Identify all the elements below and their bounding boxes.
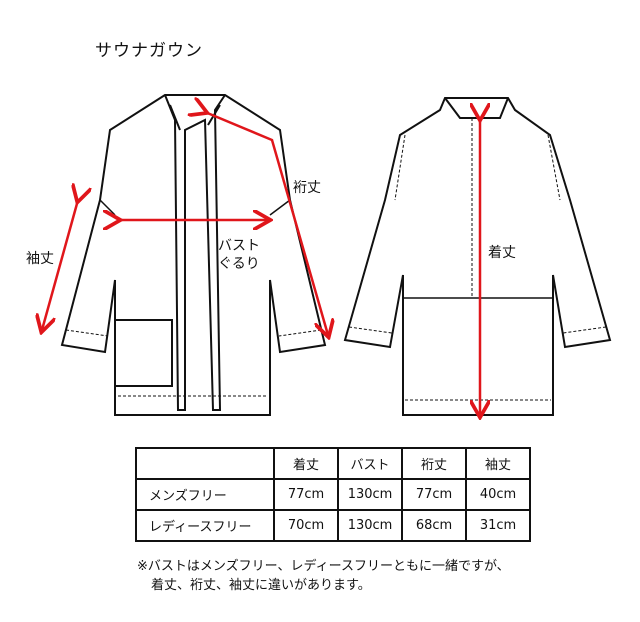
note-line-2: 着丈、裄丈、袖丈に違いがあります。 bbox=[151, 578, 371, 593]
back-gown bbox=[343, 97, 612, 416]
row-label: メンズフリー bbox=[135, 478, 275, 511]
cell: 130cm bbox=[337, 478, 403, 511]
cell: 77cm bbox=[401, 478, 467, 511]
cell: 68cm bbox=[401, 509, 467, 542]
front-gown bbox=[60, 94, 327, 416]
note-line-1: ※バストはメンズフリー、レディースフリーともに一緒ですが、 bbox=[137, 559, 510, 574]
product-title: サウナガウン bbox=[95, 41, 203, 61]
table-header-row: 着丈 バスト 裄丈 袖丈 bbox=[135, 447, 531, 480]
header-cell: バスト bbox=[337, 447, 403, 480]
size-note: ※バストはメンズフリー、レディースフリーともに一緒ですが、 着丈、裄丈、袖丈に違… bbox=[137, 557, 607, 595]
header-cell bbox=[135, 447, 275, 480]
yuki-arrow bbox=[205, 112, 328, 335]
cell: 70cm bbox=[273, 509, 339, 542]
length-label: 着丈 bbox=[488, 245, 516, 261]
table-row: メンズフリー 77cm 130cm 77cm 40cm bbox=[135, 478, 531, 511]
cell: 77cm bbox=[273, 478, 339, 511]
measure-arrows bbox=[42, 112, 480, 415]
cell: 40cm bbox=[465, 478, 531, 511]
bust-label-2: ぐるり bbox=[218, 256, 260, 272]
header-cell: 袖丈 bbox=[465, 447, 531, 480]
header-cell: 着丈 bbox=[273, 447, 339, 480]
cell: 130cm bbox=[337, 509, 403, 542]
header-cell: 裄丈 bbox=[401, 447, 467, 480]
sleeve-arrow bbox=[42, 200, 78, 330]
yuki-label: 裄丈 bbox=[293, 180, 321, 196]
size-table: 着丈 バスト 裄丈 袖丈 メンズフリー 77cm 130cm 77cm 40cm… bbox=[135, 447, 531, 542]
cell: 31cm bbox=[465, 509, 531, 542]
sleeve-label: 袖丈 bbox=[26, 251, 54, 267]
row-label: レディースフリー bbox=[135, 509, 275, 542]
table-row: レディースフリー 70cm 130cm 68cm 31cm bbox=[135, 509, 531, 542]
bust-label-1: バスト bbox=[218, 238, 260, 254]
